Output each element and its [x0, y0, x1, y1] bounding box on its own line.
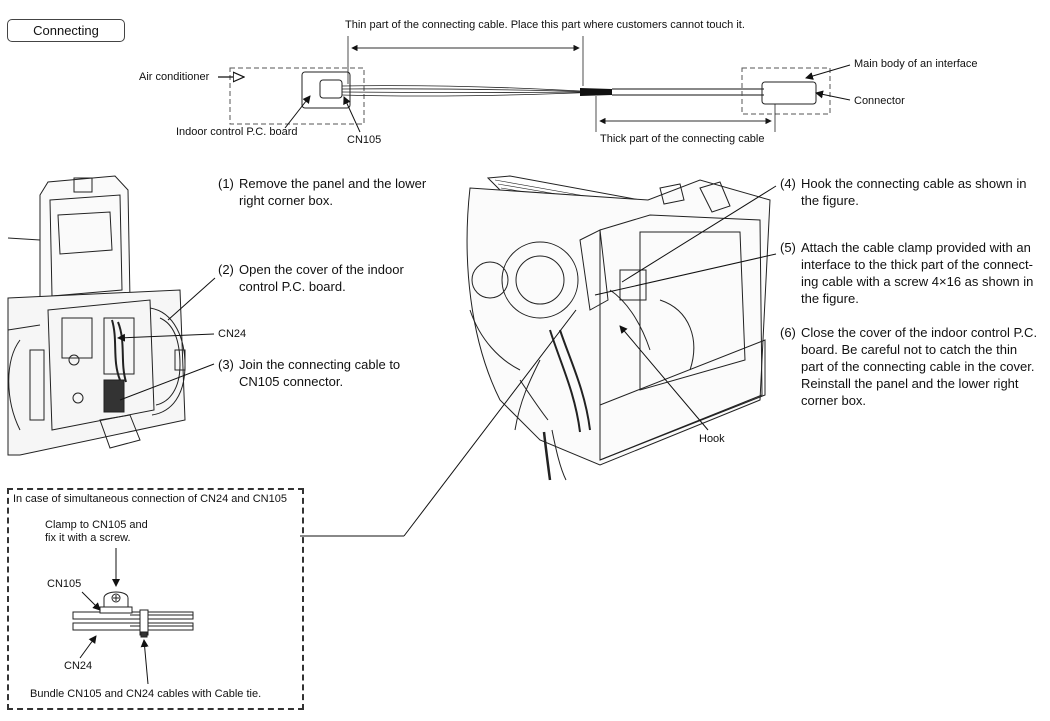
step-text: part of the connecting cable in the cove…	[801, 359, 1035, 374]
hook-label: Hook	[699, 433, 725, 445]
interface-connector-shape	[761, 81, 817, 105]
bundle-note: Bundle CN105 and CN24 cables with Cable …	[30, 688, 262, 700]
interface-box	[741, 67, 831, 115]
step-number: (6)	[780, 325, 796, 340]
step-text: Hook the connecting cable as shown in	[801, 176, 1027, 191]
inset-cn105-label: CN105	[47, 578, 82, 590]
step-text: board. Be careful not to catch the thin	[801, 342, 1018, 357]
step-text: control P.C. board.	[239, 279, 346, 294]
clamp-note-line1: Clamp to CN105 and	[45, 519, 148, 531]
main-body-label: Main body of an interface	[854, 58, 978, 70]
left-unit-illustration	[7, 175, 186, 456]
thick-part-label: Thick part of the connecting cable	[600, 133, 765, 145]
thin-part-note: Thin part of the connecting cable. Place…	[345, 19, 745, 31]
step-text: Join the connecting cable to	[239, 357, 401, 372]
step-text: the figure.	[801, 291, 859, 306]
inset-cn24-label: CN24	[64, 660, 93, 672]
step-1: (1) Remove the panel and the lower right …	[218, 175, 426, 209]
step-6: (6) Close the cover of the indoor control…	[780, 324, 1037, 409]
right-unit-illustration	[466, 175, 771, 481]
step-4: (4) Hook the connecting cable as shown in…	[780, 175, 1026, 209]
indoor-board-shape	[301, 71, 351, 109]
simultaneous-connection-inset: In case of simultaneous connection of CN…	[7, 488, 304, 710]
step-text: corner box.	[801, 393, 867, 408]
step-text: Attach the cable clamp provided with an	[801, 240, 1031, 255]
step-text: the figure.	[801, 193, 859, 208]
connector-label: Connector	[854, 95, 905, 107]
step-number: (4)	[780, 176, 796, 191]
step-number: (1)	[218, 176, 234, 191]
step-2: (2) Open the cover of the indoor control …	[218, 261, 404, 295]
cn105-label: CN105	[347, 134, 382, 146]
step-text: Remove the panel and the lower	[239, 176, 427, 191]
indoor-board-label: Indoor control P.C. board	[176, 126, 298, 138]
step-text: interface to the thick part of the conne…	[801, 257, 1033, 272]
step-5: (5) Attach the cable clamp provided with …	[780, 239, 1033, 307]
step-text: Open the cover of the indoor	[239, 262, 404, 277]
step-text: Reinstall the panel and the lower right	[801, 376, 1019, 391]
step-3: (3) Join the connecting cable to CN105 co…	[218, 356, 400, 390]
step-text: ing cable with a screw 4×16 as shown in	[801, 274, 1034, 289]
step-number: (3)	[218, 357, 234, 372]
inset-clamp-drawing	[72, 591, 194, 638]
step-text: Close the cover of the indoor control P.…	[801, 325, 1038, 340]
clamp-note-line2: fix it with a screw.	[45, 532, 131, 544]
cn105-connector-shape	[319, 79, 343, 99]
step-number: (5)	[780, 240, 796, 255]
cn24-label: CN24	[218, 328, 247, 340]
step-text: right corner box.	[239, 193, 333, 208]
inset-title: In case of simultaneous connection of CN…	[13, 493, 287, 505]
section-title: Connecting	[7, 19, 125, 42]
air-conditioner-box	[229, 67, 365, 125]
air-conditioner-label: Air conditioner	[139, 71, 210, 83]
step-number: (2)	[218, 262, 234, 277]
step-text: CN105 connector.	[239, 374, 344, 389]
